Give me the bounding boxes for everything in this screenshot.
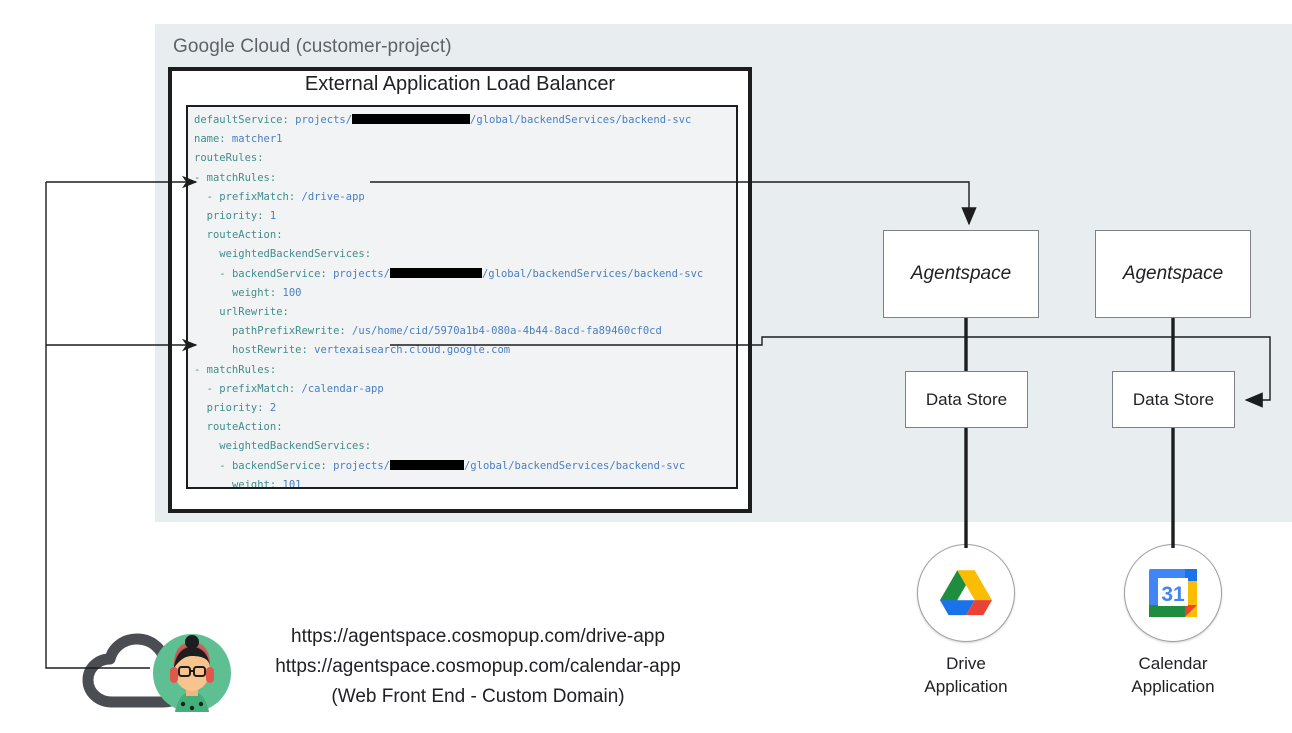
node-agentspace-calendar[interactable]: Agentspace bbox=[1095, 230, 1251, 318]
yaml-line: pathPrefixRewrite: /us/home/cid/5970a1b4… bbox=[194, 322, 736, 341]
yaml-key: - prefixMatch: bbox=[206, 190, 296, 203]
yaml-value-tail: /global/backendServices/backend-svc bbox=[463, 459, 686, 472]
user-avatar-icon bbox=[153, 634, 231, 712]
redacted-project-id bbox=[352, 114, 471, 124]
front-end-caption: (Web Front End - Custom Domain) bbox=[331, 686, 625, 707]
yaml-line: priority: 1 bbox=[194, 207, 736, 226]
google-calendar-icon: 31 bbox=[1124, 544, 1222, 642]
app-drive-line2: Application bbox=[924, 677, 1008, 696]
yaml-line: routeAction: bbox=[194, 226, 736, 245]
yaml-key: priority: bbox=[206, 402, 264, 415]
yaml-key: name: bbox=[194, 133, 226, 146]
yaml-key: - prefixMatch: bbox=[206, 382, 296, 395]
yaml-key: - matchRules: bbox=[194, 171, 277, 184]
yaml-line: - prefixMatch: /drive-app bbox=[194, 188, 736, 207]
yaml-key: weight: bbox=[231, 478, 277, 489]
yaml-line: priority: 2 bbox=[194, 399, 736, 418]
yaml-line: - matchRules: bbox=[194, 361, 736, 380]
yaml-line: - backendService: projects/ /global/backe… bbox=[194, 457, 736, 476]
node-agentspace-drive[interactable]: Agentspace bbox=[883, 230, 1039, 318]
yaml-key: defaultService: bbox=[194, 114, 289, 126]
yaml-value: matcher1 bbox=[225, 133, 283, 146]
yaml-value: /calendar-app bbox=[295, 382, 384, 395]
google-drive-icon bbox=[917, 544, 1015, 642]
yaml-value-tail: /global/backendServices/backend-svc bbox=[470, 114, 692, 126]
yaml-line: - prefixMatch: /calendar-app bbox=[194, 380, 736, 399]
yaml-value: 1 bbox=[263, 210, 277, 223]
yaml-key: routeAction: bbox=[206, 421, 283, 434]
yaml-value: 100 bbox=[276, 286, 302, 299]
yaml-line: urlRewrite: bbox=[194, 303, 736, 322]
yaml-line: weightedBackendServices: bbox=[194, 437, 736, 456]
node-datastore-drive[interactable]: Data Store bbox=[905, 371, 1028, 428]
app-drive-label: Drive Application bbox=[896, 652, 1036, 698]
yaml-key: weightedBackendServices: bbox=[219, 440, 372, 453]
yaml-value: vertexaisearch.cloud.google.com bbox=[307, 344, 511, 357]
redacted-project-id bbox=[389, 267, 482, 278]
google-cloud-panel-label: Google Cloud (customer-project) bbox=[173, 36, 452, 57]
calendar-day-number: 31 bbox=[1161, 583, 1185, 606]
yaml-line: weight: 100 bbox=[194, 284, 736, 303]
yaml-value: projects/ bbox=[326, 267, 390, 280]
yaml-key: weight: bbox=[231, 286, 277, 299]
yaml-key: urlRewrite: bbox=[219, 306, 289, 319]
url-map-yaml-config: defaultService: projects/ /global/backend… bbox=[186, 105, 738, 489]
app-calendar[interactable]: 31 Calendar Application bbox=[1103, 544, 1243, 698]
yaml-key: - backendService: bbox=[219, 459, 327, 472]
yaml-line: weight: 101 bbox=[194, 476, 736, 489]
load-balancer-title: External Application Load Balancer bbox=[304, 73, 616, 95]
yaml-key: hostRewrite: bbox=[231, 344, 308, 357]
front-end-urls: https://agentspace.cosmopup.com/drive-ap… bbox=[238, 622, 718, 712]
yaml-value: /drive-app bbox=[295, 190, 365, 203]
node-datastore-calendar[interactable]: Data Store bbox=[1112, 371, 1235, 428]
yaml-line: - matchRules: bbox=[194, 169, 736, 188]
yaml-line: name: matcher1 bbox=[194, 130, 736, 149]
google-calendar-glyph: 31 bbox=[1149, 569, 1197, 617]
yaml-value: 2 bbox=[263, 402, 277, 415]
cloud-user-illustration bbox=[78, 620, 231, 712]
yaml-key: priority: bbox=[206, 210, 264, 223]
yaml-key: weightedBackendServices: bbox=[219, 248, 372, 261]
url-calendar-app: https://agentspace.cosmopup.com/calendar… bbox=[275, 656, 681, 677]
yaml-key: - matchRules: bbox=[194, 363, 277, 376]
yaml-value: 101 bbox=[276, 478, 302, 489]
app-calendar-line1: Calendar bbox=[1138, 654, 1208, 673]
yaml-line: defaultService: projects/ /global/backend… bbox=[194, 111, 736, 130]
yaml-key: routeRules: bbox=[194, 152, 264, 165]
yaml-value: projects/ bbox=[326, 459, 390, 472]
app-calendar-line2: Application bbox=[1131, 677, 1215, 696]
yaml-value-tail: /global/backendServices/backend-svc bbox=[481, 267, 704, 280]
url-drive-app: https://agentspace.cosmopup.com/drive-ap… bbox=[291, 626, 665, 647]
app-drive-line1: Drive bbox=[946, 654, 986, 673]
yaml-line: hostRewrite: vertexaisearch.cloud.google… bbox=[194, 341, 736, 360]
yaml-line: - backendService: projects/ /global/backe… bbox=[194, 265, 736, 284]
google-drive-glyph bbox=[940, 570, 992, 616]
yaml-line: routeRules: bbox=[194, 149, 736, 168]
yaml-value: projects/ bbox=[288, 114, 353, 126]
yaml-key: pathPrefixRewrite: bbox=[231, 325, 346, 338]
app-calendar-label: Calendar Application bbox=[1103, 652, 1243, 698]
redacted-project-id bbox=[389, 459, 464, 470]
yaml-line: weightedBackendServices: bbox=[194, 245, 736, 264]
yaml-key: - backendService: bbox=[219, 267, 327, 280]
app-drive[interactable]: Drive Application bbox=[896, 544, 1036, 698]
yaml-line: routeAction: bbox=[194, 418, 736, 437]
yaml-value: /us/home/cid/5970a1b4-080a-4b44-8acd-fa8… bbox=[345, 325, 662, 338]
yaml-key: routeAction: bbox=[206, 229, 283, 242]
